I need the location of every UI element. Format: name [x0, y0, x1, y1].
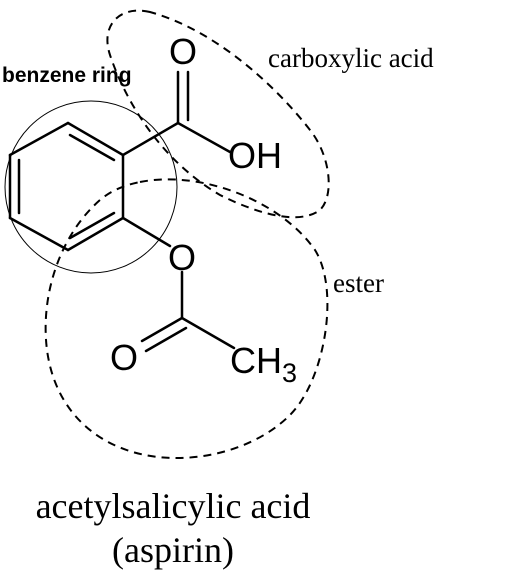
benzene-ring-annotation: benzene ring — [2, 64, 132, 87]
caption-name: acetylsalicylic acid — [36, 486, 311, 526]
carboxylic-acid-dashed-outline — [106, 9, 330, 219]
methyl-label: CH3 — [230, 340, 297, 388]
carbonyl-oxygen-ester-label: O — [110, 337, 138, 378]
ester-oxygen-label: O — [168, 237, 196, 278]
carboxylic-acid-annotation: carboxylic acid — [268, 43, 434, 73]
benzene-ring-circle — [4, 100, 178, 274]
ester-dashed-outline — [44, 178, 329, 459]
carboxylic-acid-bonds — [121, 70, 232, 157]
methyl-ch: CH — [230, 340, 282, 381]
benzene-ring-bonds — [8, 121, 125, 252]
ester-annotation: ester — [333, 268, 384, 298]
ester-bonds — [121, 216, 236, 353]
caption-common-name: (aspirin) — [112, 530, 234, 570]
methyl-subscript: 3 — [282, 358, 297, 388]
carbonyl-oxygen-acid-label: O — [169, 31, 197, 72]
hydroxyl-label: OH — [228, 135, 282, 176]
